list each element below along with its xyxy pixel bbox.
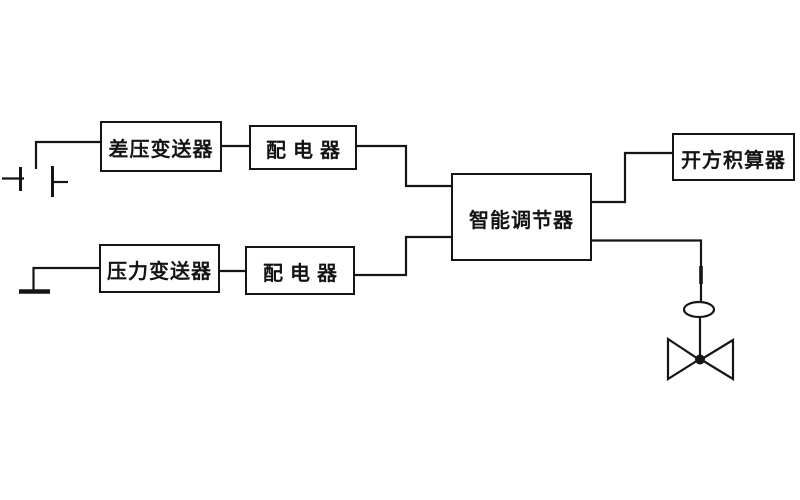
wire-distributor-bottom-to-controller	[355, 235, 451, 277]
block-dp-transmitter: 差压变送器	[100, 121, 222, 172]
control-valve-symbol	[666, 300, 735, 381]
block-sqrt-integrator: 开方积算器	[672, 133, 795, 181]
block-dp-transmitter-label: 差压变送器	[108, 139, 214, 161]
wire-controller-to-integrator	[592, 151, 672, 204]
block-distributor-top: 配电器	[249, 125, 357, 170]
block-sqrt-integrator-label: 开方积算器	[681, 149, 786, 172]
pressure-tap-line	[32, 266, 99, 291]
wire-controller-to-valve	[592, 239, 703, 302]
block-pressure-transmitter-label: 压力变送器	[107, 261, 212, 283]
block-pressure-transmitter: 压力变送器	[99, 244, 220, 293]
pressure-tap-symbol	[19, 266, 99, 294]
wire-distributor-top-to-controller	[357, 144, 451, 188]
block-connectors	[220, 144, 703, 302]
orifice-tap-line	[34, 140, 100, 169]
orifice-plate-symbol	[2, 140, 100, 197]
block-distributor-top-label: 配电器	[266, 140, 347, 162]
block-distributor-bottom: 配电器	[245, 246, 355, 295]
block-smart-controller-label: 智能调节器	[469, 209, 574, 232]
valve-body-left	[666, 336, 702, 381]
valve-body-right	[698, 338, 735, 381]
valve-actuator-icon	[682, 300, 716, 319]
valve-center-junction	[695, 354, 705, 365]
block-distributor-bottom-label: 配电器	[263, 263, 344, 285]
block-smart-controller: 智能调节器	[451, 173, 592, 261]
